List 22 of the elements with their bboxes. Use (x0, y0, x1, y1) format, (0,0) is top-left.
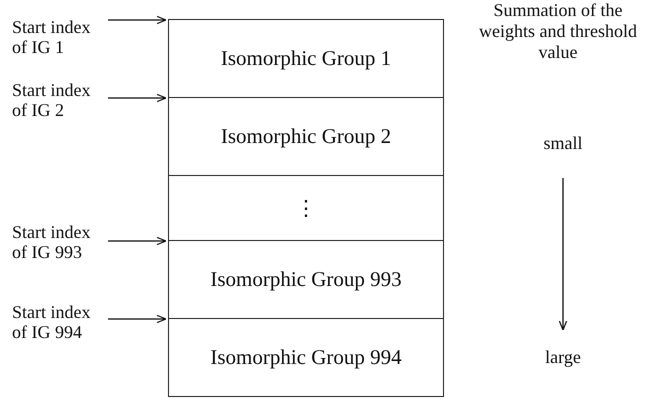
pointer-label: Start index of IG 994 (12, 302, 92, 342)
table-row (168, 97, 444, 176)
table-row (168, 19, 444, 98)
arrow (108, 94, 167, 102)
scale-label: large (545, 346, 581, 368)
table-row (168, 175, 444, 241)
group-label: Isomorphic Group 993 (210, 267, 402, 292)
table-row (168, 240, 444, 319)
pointer-label: Start index of IG 1 (12, 17, 92, 57)
group-label: Isomorphic Group 1 (220, 46, 392, 71)
group-label: ⋮ (296, 196, 316, 220)
arrow (558, 178, 568, 331)
scale-label: Summation of the weights and threshold value (478, 0, 638, 62)
pointer-label: Start index of IG 993 (12, 222, 92, 262)
arrow (108, 16, 167, 24)
arrow (108, 236, 167, 246)
table-row (168, 318, 444, 397)
group-label: Isomorphic Group 994 (210, 345, 402, 370)
pointer-label: Start index of IG 2 (12, 80, 92, 120)
scale-label: small (544, 132, 582, 154)
group-label: Isomorphic Group 2 (220, 124, 392, 149)
arrow (108, 314, 167, 324)
